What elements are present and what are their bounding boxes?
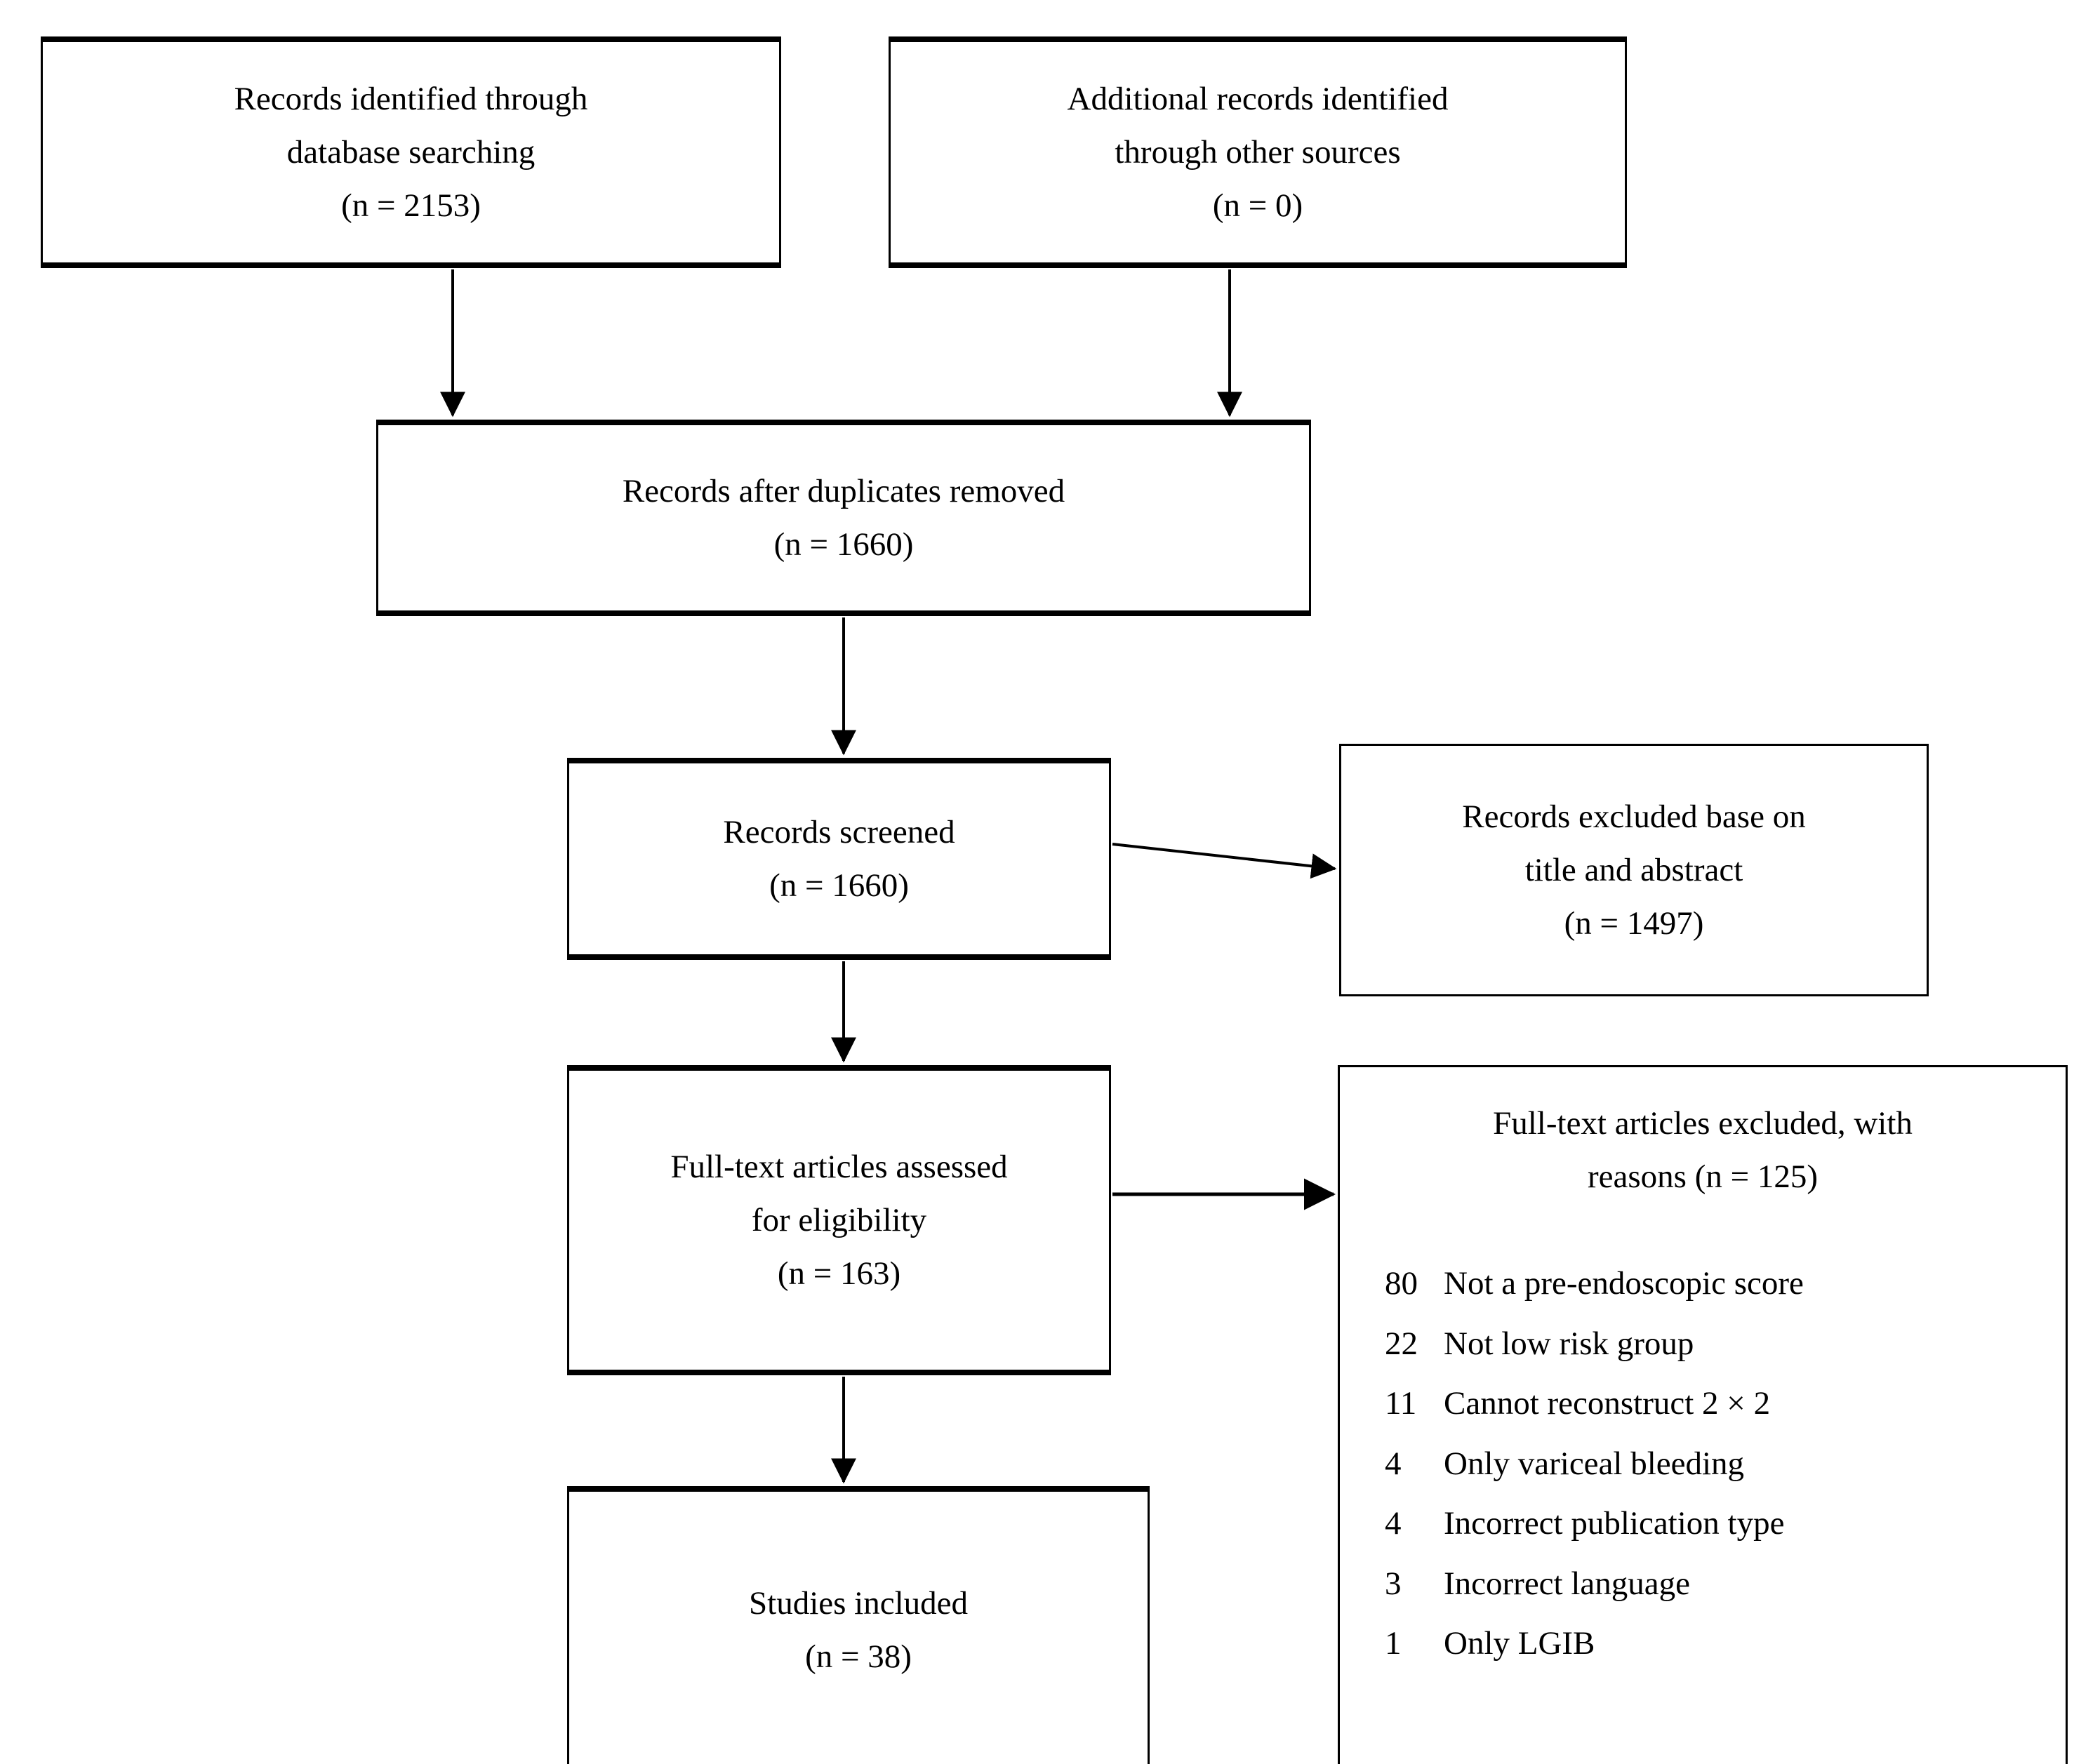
reason-label: Only variceal bleeding <box>1444 1445 1745 1482</box>
connector-screened-to-excluded <box>1112 843 1337 879</box>
exclusion-reasons-list: 80 Not a pre-endoscopic score 22 Not low… <box>1340 1254 2066 1674</box>
reason-count: 3 <box>1385 1565 1402 1602</box>
reason-count: 11 <box>1385 1385 1417 1422</box>
box-records-excluded-title-abstract: Records excluded base on title and abstr… <box>1339 744 1929 996</box>
reason-label: Cannot reconstruct 2 × 2 <box>1444 1385 1771 1422</box>
box-line-count: (n = 1497) <box>1564 905 1704 942</box>
exclusion-reasons-title: Full-text articles excluded, with reason… <box>1340 1097 2066 1203</box>
list-item: 4 Only variceal bleeding <box>1385 1434 2066 1495</box>
list-item: 1 Only LGIB <box>1385 1614 2066 1674</box>
reason-count: 80 <box>1385 1265 1418 1302</box>
box-line: Full-text articles assessed <box>670 1148 1008 1185</box>
list-item: 22 Not low risk group <box>1385 1314 2066 1375</box>
box-line-count: (n = 163) <box>777 1255 901 1292</box>
list-item: 11 Cannot reconstruct 2 × 2 <box>1385 1374 2066 1434</box>
box-line-count: (n = 2153) <box>341 187 481 225</box>
box-records-screened: Records screened (n = 1660) <box>567 758 1111 960</box>
box-line-count: reasons (n = 125) <box>1587 1158 1818 1196</box>
box-line: Additional records identified <box>1067 80 1449 117</box>
reason-count: 4 <box>1385 1445 1402 1482</box>
reason-count: 22 <box>1385 1325 1418 1362</box>
reason-count: 1 <box>1385 1625 1402 1662</box>
reason-label: Incorrect publication type <box>1444 1505 1785 1542</box>
box-line: through other sources <box>1115 133 1401 171</box>
reason-label: Only LGIB <box>1444 1625 1595 1662</box>
box-line: Full-text articles excluded, with <box>1493 1105 1913 1142</box>
box-records-after-duplicates-removed: Records after duplicates removed (n = 16… <box>376 420 1311 616</box>
box-line: Records identified through <box>234 80 588 117</box>
box-line-count: (n = 1660) <box>773 526 914 563</box>
box-line: Studies included <box>749 1584 968 1622</box>
list-item: 80 Not a pre-endoscopic score <box>1385 1254 2066 1314</box>
box-line-count: (n = 0) <box>1212 187 1303 225</box>
box-line-count: (n = 38) <box>805 1638 912 1675</box>
list-item: 4 Incorrect publication type <box>1385 1494 2066 1554</box>
box-additional-records-other-sources: Additional records identified through ot… <box>889 36 1627 268</box>
box-line: title and abstract <box>1524 851 1743 888</box>
box-fulltext-articles-assessed: Full-text articles assessed for eligibil… <box>567 1065 1111 1375</box>
reason-label: Not a pre-endoscopic score <box>1444 1265 1804 1302</box>
reason-label: Incorrect language <box>1444 1565 1690 1602</box>
list-item: 3 Incorrect language <box>1385 1554 2066 1615</box>
box-studies-included: Studies included (n = 38) <box>567 1486 1150 1764</box>
box-fulltext-articles-excluded-with-reasons: Full-text articles excluded, with reason… <box>1338 1065 2068 1764</box>
box-line-count: (n = 1660) <box>769 867 909 904</box>
box-line: Records after duplicates removed <box>622 472 1065 509</box>
box-records-identified-database-searching: Records identified through database sear… <box>41 36 781 268</box>
box-line: for eligibility <box>751 1201 927 1238</box>
box-line: Records excluded base on <box>1462 798 1806 835</box>
box-line: database searching <box>286 133 536 171</box>
reason-count: 4 <box>1385 1505 1402 1542</box>
reason-label: Not low risk group <box>1444 1325 1694 1362</box>
box-line: Records screened <box>723 813 955 850</box>
